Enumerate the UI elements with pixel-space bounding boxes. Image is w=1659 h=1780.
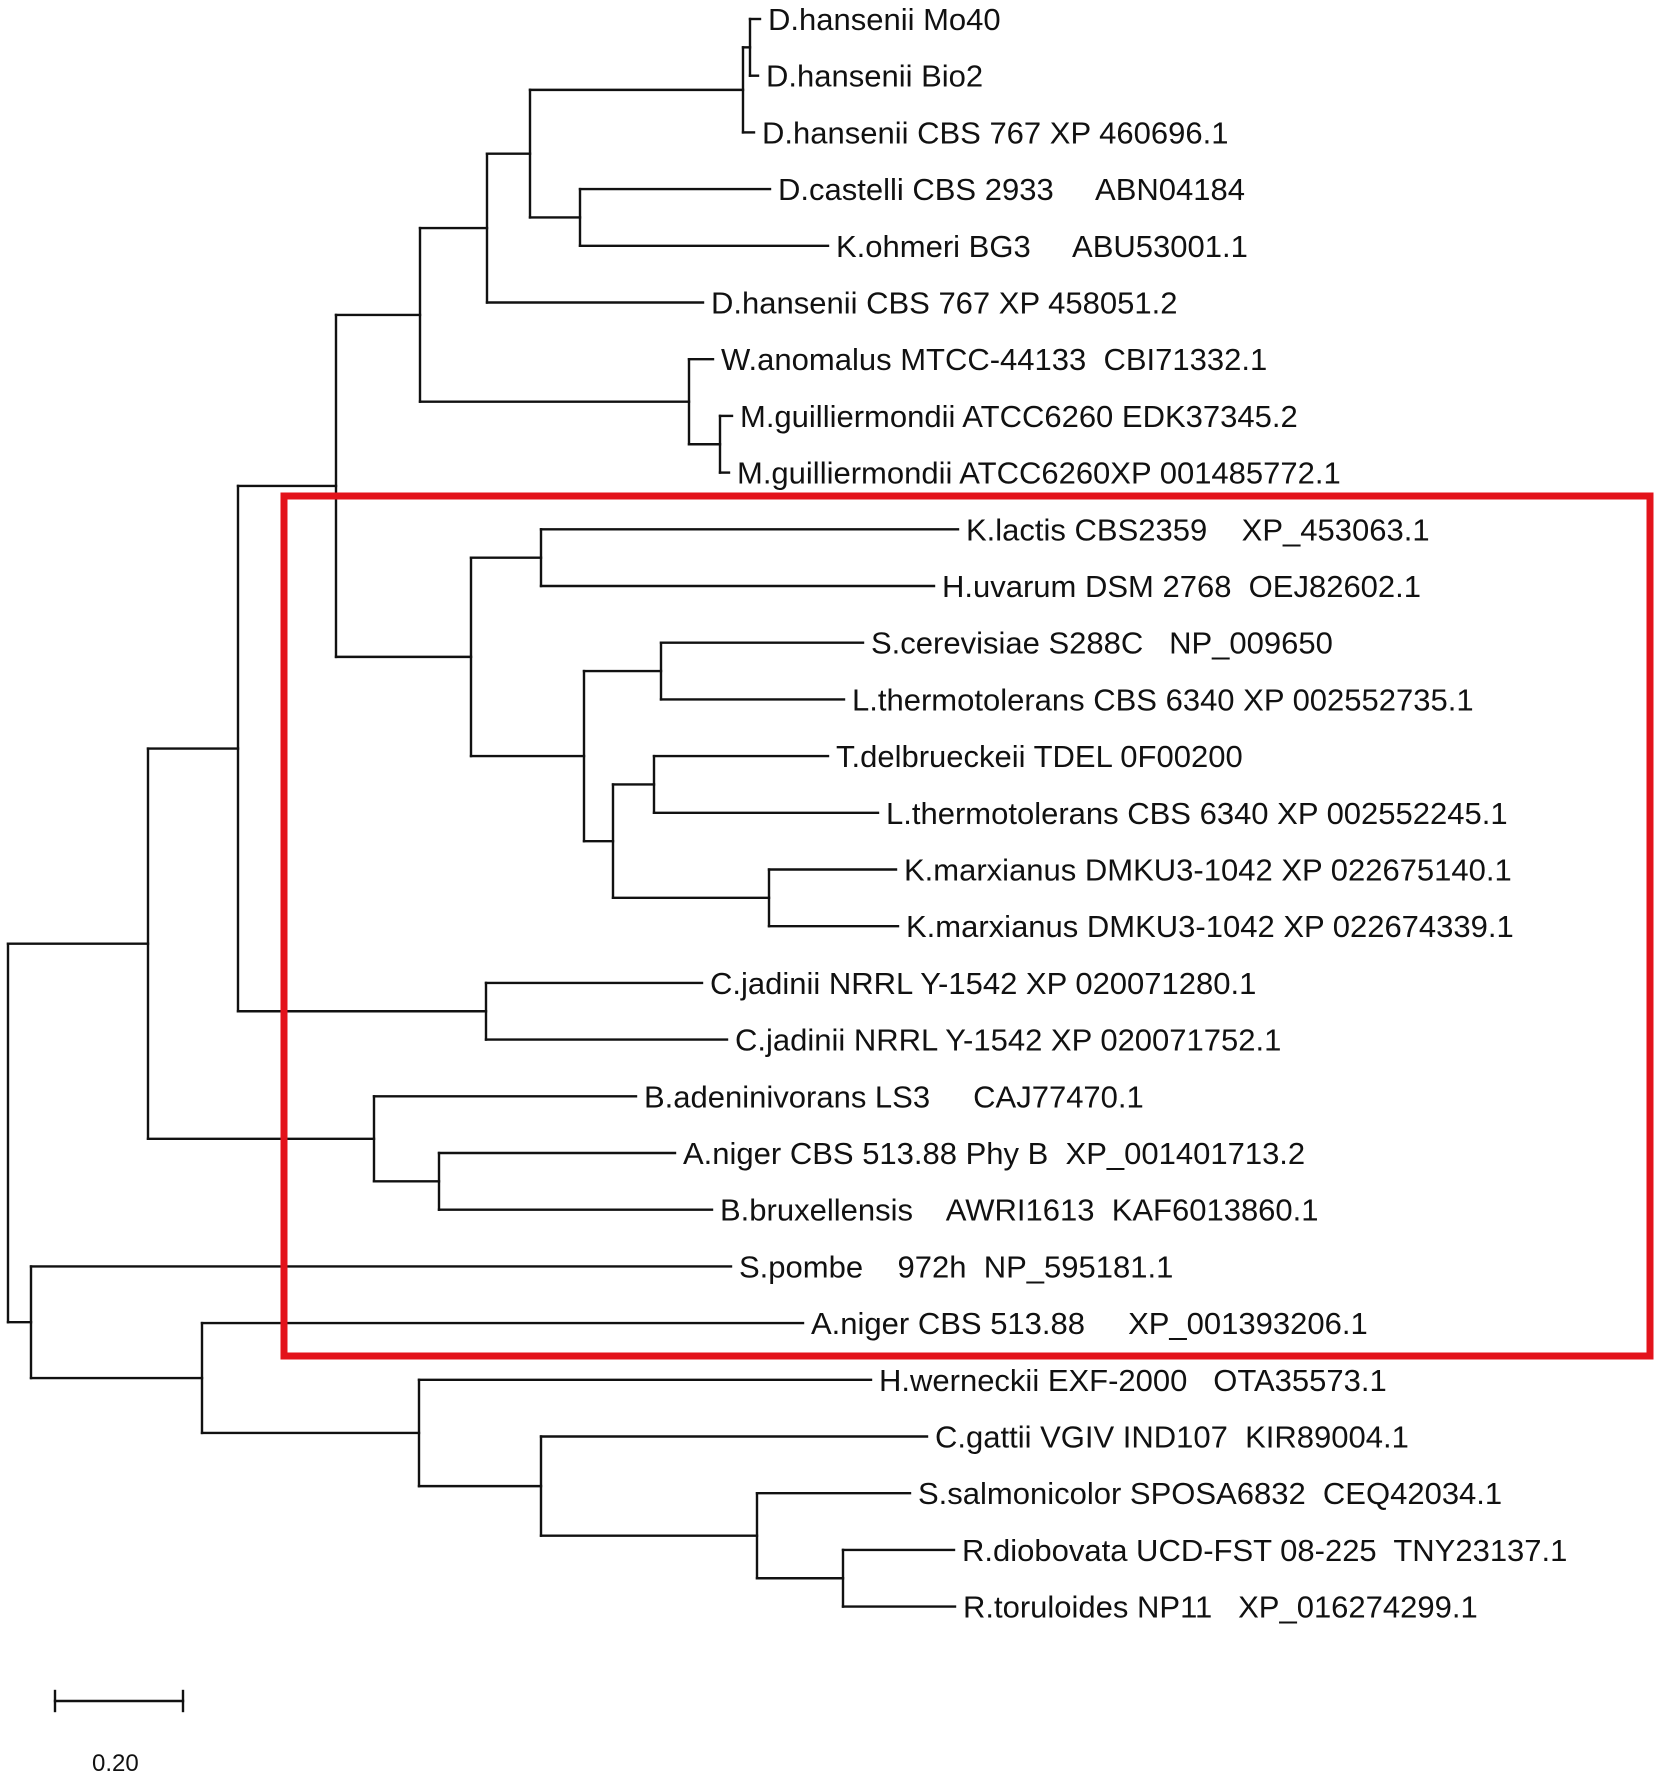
taxon-label-dh_767b: D.hansenii CBS 767 XP 458051.2 xyxy=(711,286,1177,321)
taxon-label-sp_972h: S.pombe 972h NP_595181.1 xyxy=(739,1249,1173,1284)
taxon-label-lt_b: L.thermotolerans CBS 6340 XP 002552245.1 xyxy=(886,796,1508,831)
taxon-label-cg_ind107: C.gattii VGIV IND107 KIR89004.1 xyxy=(935,1420,1409,1455)
taxon-label-kl_2359: K.lactis CBS2359 XP_453063.1 xyxy=(966,512,1430,547)
taxon-label-hw_2000: H.werneckii EXF-2000 OTA35573.1 xyxy=(879,1363,1387,1398)
tree-branches xyxy=(6,17,960,1608)
taxon-label-ss_6832: S.salmonicolor SPOSA6832 CEQ42034.1 xyxy=(918,1476,1502,1511)
taxon-label-dh_767a: D.hansenii CBS 767 XP 460696.1 xyxy=(762,115,1228,150)
taxon-label-mg_b: M.guilliermondii ATCC6260XP 001485772.1 xyxy=(737,456,1341,491)
taxon-label-sc_s288c: S.cerevisiae S288C NP_009650 xyxy=(871,626,1333,661)
taxon-label-ba_ls3: B.adeninivorans LS3 CAJ77470.1 xyxy=(644,1079,1144,1114)
taxon-label-km_b: K.marxianus DMKU3-1042 XP 022674339.1 xyxy=(906,909,1514,944)
taxon-label-lt_a: L.thermotolerans CBS 6340 XP 002552735.1 xyxy=(852,682,1474,717)
taxon-label-dh_bio2: D.hansenii Bio2 xyxy=(766,59,983,94)
taxon-label-cj_a: C.jadinii NRRL Y-1542 XP 020071280.1 xyxy=(710,966,1256,1001)
taxon-label-hu_2768: H.uvarum DSM 2768 OEJ82602.1 xyxy=(942,569,1421,604)
scale-bar-label: 0.20 xyxy=(92,1750,139,1777)
taxon-label-dh_mo40: D.hansenii Mo40 xyxy=(768,2,1001,37)
taxon-label-rt_np11: R.toruloides NP11 XP_016274299.1 xyxy=(963,1590,1478,1625)
scale-bar: 0.20 xyxy=(53,1689,185,1777)
taxon-label-ko_bg3: K.ohmeri BG3 ABU53001.1 xyxy=(836,229,1248,264)
taxon-label-td_tdel: T.delbrueckeii TDEL 0F00200 xyxy=(836,739,1243,774)
taxon-label-rd_fst: R.diobovata UCD-FST 08-225 TNY23137.1 xyxy=(962,1533,1567,1568)
taxon-label-bb_awri: B.bruxellensis AWRI1613 KAF6013860.1 xyxy=(720,1193,1319,1228)
taxon-label-wa_44133: W.anomalus MTCC-44133 CBI71332.1 xyxy=(721,342,1267,377)
taxon-label-an_513: A.niger CBS 513.88 XP_001393206.1 xyxy=(811,1306,1368,1341)
highlight-box xyxy=(280,492,1654,1360)
taxon-label-km_a: K.marxianus DMKU3-1042 XP 022675140.1 xyxy=(904,853,1512,888)
taxon-label-an_phyb: A.niger CBS 513.88 Phy B XP_001401713.2 xyxy=(683,1136,1305,1171)
taxon-label-mg_a: M.guilliermondii ATCC6260 EDK37345.2 xyxy=(740,399,1298,434)
taxon-label-dc_2933: D.castelli CBS 2933 ABN04184 xyxy=(778,172,1245,207)
taxon-label-cj_b: C.jadinii NRRL Y-1542 XP 020071752.1 xyxy=(735,1023,1281,1058)
